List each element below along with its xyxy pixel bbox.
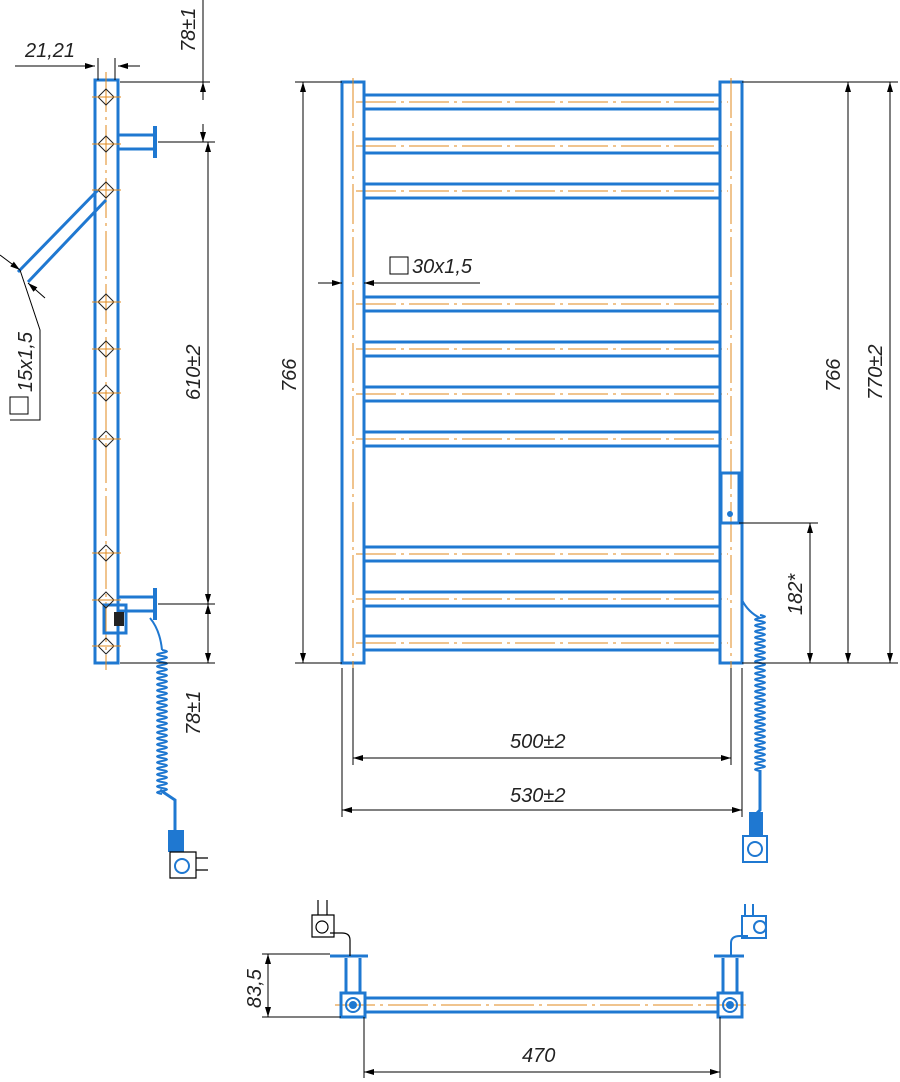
top-bracket <box>118 126 157 158</box>
dim-overall-width: 530±2 <box>510 785 565 807</box>
coiled-cable <box>741 599 766 772</box>
dim-height-right: 766 <box>823 358 845 392</box>
dim-overall-height: 770±2 <box>865 345 887 400</box>
heater-control-box <box>719 471 741 525</box>
dim-tube-profile: 30x1,5 <box>412 256 473 278</box>
rail-end-marker <box>92 430 121 448</box>
rail-end-marker <box>92 88 121 106</box>
left-mount <box>311 900 368 1019</box>
rail <box>356 340 728 358</box>
dim-cable-height: 182* <box>785 573 807 615</box>
rail <box>356 590 728 608</box>
rail-end-marker <box>92 181 121 199</box>
coiled-cable <box>149 617 168 795</box>
rail-end-marker <box>92 340 121 358</box>
side-view: 21,21 78±1 610±2 78±1 15x1,5 <box>0 0 215 879</box>
dim-mount-spacing: 610±2 <box>183 345 205 400</box>
dim-height-left: 766 <box>279 358 301 392</box>
rail <box>356 295 728 313</box>
plug <box>159 788 208 879</box>
bottom-bracket <box>102 588 157 635</box>
right-mount <box>714 904 767 1019</box>
plug <box>742 770 768 863</box>
rail-end-marker <box>92 293 121 311</box>
diagonal-arm <box>16 188 108 284</box>
rail <box>356 430 728 448</box>
rail <box>356 182 728 200</box>
dim-bottom-offset: 78±1 <box>183 691 205 735</box>
rail <box>356 93 728 111</box>
dim-arm-profile: 15x1,5 <box>15 331 37 392</box>
front-view: 766 30x1,5 766 770±2 182* 500±2 530±2 <box>279 78 898 863</box>
top-view: 83,5 470 <box>244 900 767 1078</box>
rail-end-marker <box>92 544 121 562</box>
rail <box>356 545 728 563</box>
rail-end-marker <box>92 384 121 402</box>
rail-end-marker <box>92 637 121 655</box>
rail <box>356 137 728 155</box>
rail-end-marker <box>92 591 121 609</box>
rail <box>356 385 728 403</box>
dim-inner-width: 500±2 <box>510 731 565 753</box>
dim-top-offset: 78±1 <box>178 8 200 52</box>
rail <box>356 634 728 652</box>
dim-depth: 83,5 <box>244 968 266 1008</box>
dim-mount-width: 470 <box>522 1045 555 1067</box>
dim-tube-width: 21,21 <box>24 40 75 62</box>
rail-end-marker <box>92 135 121 153</box>
